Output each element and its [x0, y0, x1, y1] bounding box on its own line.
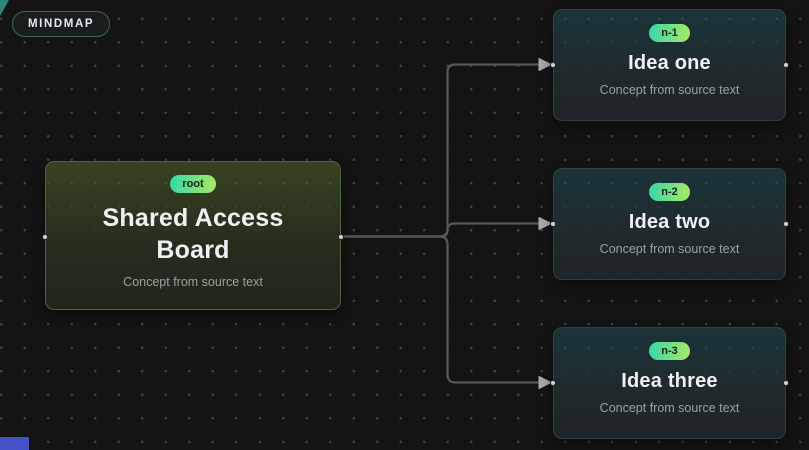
handle-n3-right[interactable] — [783, 379, 789, 386]
node-n1-badge: n-1 — [649, 24, 690, 42]
edge-root-n2[interactable] — [344, 222, 539, 238]
handle-n2-left[interactable] — [550, 220, 556, 227]
handle-n2-right[interactable] — [783, 220, 789, 227]
corner-triangle-icon — [0, 0, 9, 16]
node-n1-subtitle: Concept from source text — [599, 83, 740, 97]
node-n3[interactable]: n-3 Idea three Concept from source text — [553, 327, 786, 439]
node-root-badge: root — [170, 175, 216, 193]
edge-root-n1[interactable] — [344, 63, 539, 238]
handle-n1-right[interactable] — [783, 61, 789, 68]
node-root-title: Shared Access Board — [102, 204, 284, 264]
handle-n3-left[interactable] — [550, 379, 556, 386]
handle-root-right[interactable] — [338, 233, 344, 240]
node-n2-badge: n-2 — [649, 183, 690, 201]
node-n1[interactable]: n-1 Idea one Concept from source text — [553, 9, 786, 121]
node-n2-subtitle: Concept from source text — [599, 242, 740, 256]
node-n3-badge: n-3 — [649, 342, 690, 360]
node-n1-title: Idea one — [628, 52, 711, 74]
node-root-subtitle: Concept from source text — [123, 275, 263, 289]
node-root[interactable]: root Shared Access Board Concept from so… — [45, 161, 341, 310]
node-n3-title: Idea three — [621, 370, 718, 392]
node-n3-subtitle: Concept from source text — [599, 401, 740, 415]
handle-n1-left[interactable] — [550, 61, 556, 68]
edge-root-n3[interactable] — [344, 235, 539, 384]
bottom-left-accent — [0, 437, 29, 450]
handle-root-left[interactable] — [42, 233, 48, 240]
node-n2[interactable]: n-2 Idea two Concept from source text — [553, 168, 786, 280]
mindmap-panel-label: MINDMAP — [12, 11, 111, 37]
node-n2-title: Idea two — [628, 211, 711, 233]
